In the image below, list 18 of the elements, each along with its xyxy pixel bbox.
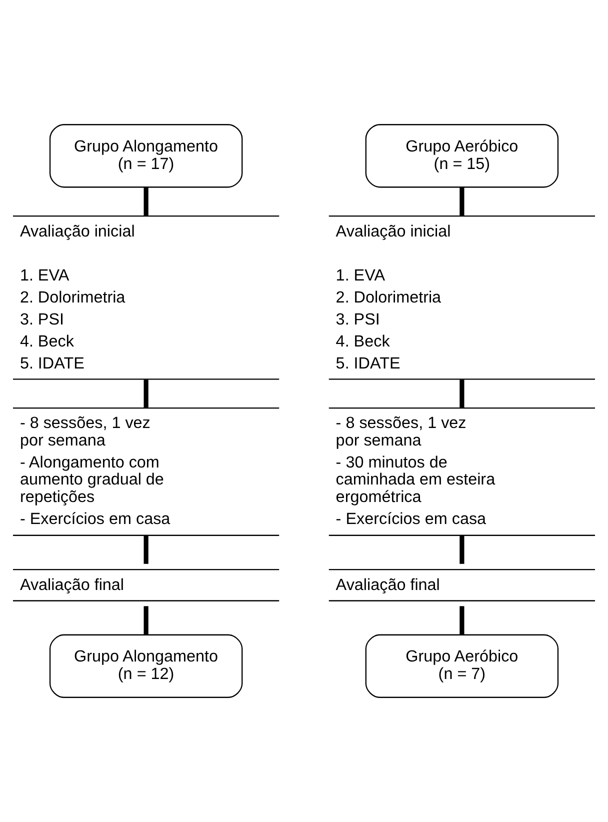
node-box: Grupo Aeróbico (n = 7) — [365, 634, 559, 698]
node-text: Avaliação final — [20, 576, 124, 594]
connector — [144, 187, 148, 216]
node-box: Grupo Alongamento (n = 12) — [49, 634, 243, 698]
node-text: Avaliação inicial 1. EVA 2. Dolorimetria 3. PSI 4. Beck 5. IDATE — [336, 222, 451, 372]
connector — [460, 606, 464, 635]
connector — [144, 380, 148, 408]
node-text: Avaliação inicial 1. EVA 2. Dolorimetria 3. PSI 4. Beck 5. IDATE — [20, 222, 135, 372]
connector — [460, 536, 464, 564]
connector — [460, 187, 464, 216]
node-text: - 8 sessões, 1 vez por semana - 30 minutos de caminhada em esteira ergométrica - Exercícios em casa — [336, 414, 496, 528]
connector — [144, 536, 148, 564]
node-text: Avaliação final — [336, 576, 440, 594]
node-box: Grupo Aeróbico (n = 15) — [365, 124, 559, 188]
connector — [460, 380, 464, 408]
connector — [144, 606, 148, 635]
node-text: - 8 sessões, 1 vez por semana - Alongamento com aumento gradual de repetições - Exercícios em casa — [20, 414, 170, 528]
node-box: Grupo Alongamento (n = 17) — [49, 124, 243, 188]
